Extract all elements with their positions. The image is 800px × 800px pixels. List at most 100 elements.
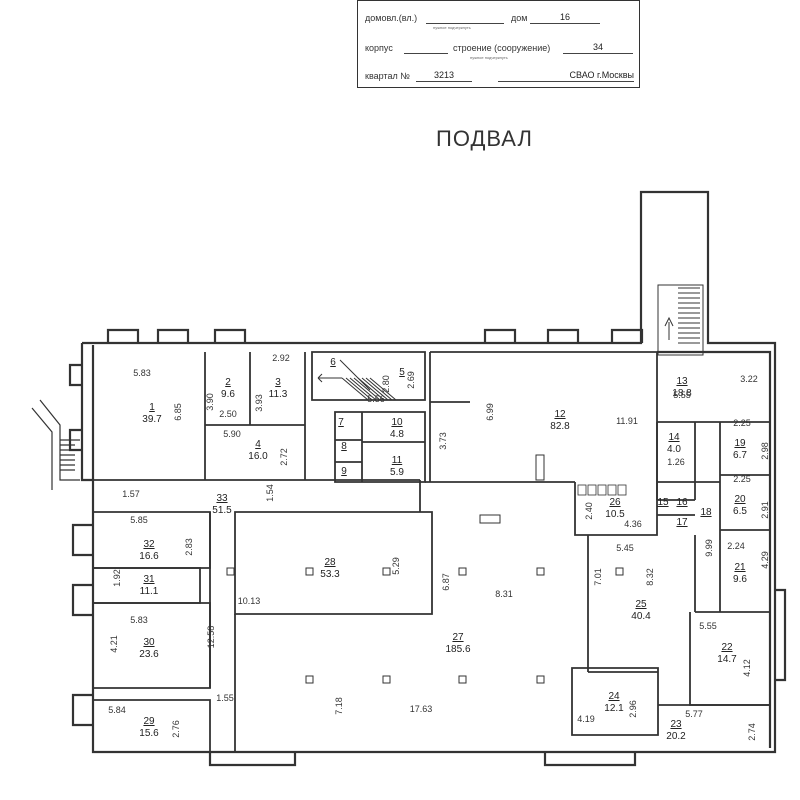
room-number-6: 6: [330, 357, 336, 368]
dimension-label: 2.40: [584, 502, 594, 520]
dimension-label: 10.13: [238, 596, 261, 606]
room-number-5: 5: [399, 367, 405, 378]
dimension-label: 3.22: [740, 374, 758, 384]
dimension-label: 2.83: [184, 538, 194, 556]
room-area-22: 14.7: [717, 654, 737, 665]
room-area-28: 53.3: [320, 569, 340, 580]
floor-title: ПОДВАЛ: [436, 126, 533, 151]
dimension-label: 4.19: [577, 714, 595, 724]
room-number-21: 21: [734, 562, 746, 573]
room-number-19: 19: [734, 438, 746, 449]
stair-5-6: [317, 359, 397, 401]
room-labels: 139.729.6311.3416.056789104.8115.91282.8…: [139, 357, 747, 742]
room-number-33: 33: [216, 493, 228, 504]
dimension-label: 1.26: [667, 457, 685, 467]
room-area-19: 6.7: [733, 450, 747, 461]
room-number-1: 1: [149, 402, 155, 413]
room-area-1: 39.7: [142, 414, 162, 425]
dimension-label: 5.85: [130, 515, 148, 525]
dimension-label: 1.54: [265, 484, 275, 502]
room-area-24: 12.1: [604, 703, 624, 714]
dimension-label: 2.91: [760, 501, 770, 519]
dimension-label: 12.58: [206, 626, 216, 649]
dimension-label: 1.92: [112, 569, 122, 587]
dimension-label: 2.98: [760, 442, 770, 460]
stair-shaft: [657, 284, 704, 356]
dimension-label: 3.93: [254, 394, 264, 412]
room-number-8: 8: [341, 441, 347, 452]
columns: [226, 454, 624, 684]
room-area-33: 51.5: [212, 505, 232, 516]
stamp-value-kvartal: 3213: [416, 70, 472, 82]
stamp-label-domovl: домовл.(вл.): [365, 13, 418, 23]
room-area-2: 9.6: [221, 389, 235, 400]
room-area-12: 82.8: [550, 421, 570, 432]
room-number-30: 30: [143, 637, 155, 648]
room-number-25: 25: [635, 599, 647, 610]
exterior-walls: [68, 190, 787, 767]
dimension-label: 6.99: [485, 403, 495, 421]
room-number-2: 2: [225, 377, 231, 388]
dimension-label: 2.92: [272, 353, 290, 363]
dimension-label: 5.45: [616, 543, 634, 553]
dimension-label: 2.24: [727, 541, 745, 551]
dimension-label: 3.90: [205, 393, 215, 411]
dimension-label: 2.50: [219, 409, 237, 419]
room-number-23: 23: [670, 719, 682, 730]
stamp-label-stroenie: строение (сооружение): [453, 43, 551, 53]
room-number-4: 4: [255, 439, 261, 450]
room-number-11: 11: [392, 455, 403, 466]
dimension-label: 7.01: [593, 568, 603, 586]
room-number-15: 15: [657, 497, 669, 508]
room-area-10: 4.8: [390, 429, 404, 440]
room-number-12: 12: [554, 409, 566, 420]
room-number-28: 28: [324, 557, 336, 568]
room-number-22: 22: [721, 642, 733, 653]
dimension-label: 2.80: [381, 375, 391, 393]
dimension-label: 2.69: [406, 371, 416, 389]
room-number-16: 16: [676, 497, 688, 508]
dimension-labels: 5.83 6.85 2.92 3.90 2.50 3.93 5.90 2.72 5.562.80…: [108, 353, 770, 741]
dimension-label: 9.99: [704, 539, 714, 557]
room-area-21: 9.6: [733, 574, 747, 585]
room-area-31: 11.1: [140, 586, 159, 597]
room-26-fixtures: [577, 484, 627, 496]
room-number-24: 24: [608, 691, 620, 702]
room-number-9: 9: [341, 466, 347, 477]
room-area-13: 18.8: [672, 388, 692, 399]
dimension-label: 5.84: [108, 705, 126, 715]
stamp-label-korpus: корпус: [365, 43, 393, 53]
room-number-17: 17: [676, 517, 688, 528]
dimension-label: 5.55: [673, 390, 691, 400]
room-area-30: 23.6: [139, 649, 159, 660]
room-area-25: 40.4: [631, 611, 651, 622]
interior-walls: [93, 351, 770, 752]
room-area-4: 16.0: [248, 451, 268, 462]
room-number-18: 18: [700, 507, 712, 518]
entrance-ramp: [31, 399, 80, 490]
room-number-3: 3: [275, 377, 281, 388]
dimension-label: 5.29: [391, 557, 401, 575]
room-area-29: 15.6: [139, 728, 159, 739]
dimension-label: 2.72: [279, 448, 289, 466]
room-number-20: 20: [734, 494, 746, 505]
stamp-value-stroenie: 34: [563, 42, 633, 54]
dimension-label: 5.83: [133, 368, 151, 378]
dimension-label: 17.63: [410, 704, 433, 714]
stamp-label-kvartal: квартал №: [365, 71, 410, 81]
room-area-26: 10.5: [605, 509, 625, 520]
dimension-label: 4.29: [760, 551, 770, 569]
dimension-label: 4.21: [109, 635, 119, 653]
room-number-32: 32: [143, 539, 155, 550]
dimension-label: 6.85: [173, 403, 183, 421]
dimension-label: 7.18: [334, 697, 344, 715]
dimension-label: 2.76: [171, 720, 181, 738]
room-area-23: 20.2: [666, 731, 686, 742]
room-area-32: 16.6: [139, 551, 159, 562]
dimension-label: 5.56: [367, 394, 385, 404]
room-number-27: 27: [452, 632, 464, 643]
room-area-27: 185.6: [445, 644, 470, 655]
dimension-label: 5.90: [223, 429, 241, 439]
dimension-label: 8.31: [495, 589, 513, 599]
dimension-label: 6.87: [441, 573, 451, 591]
